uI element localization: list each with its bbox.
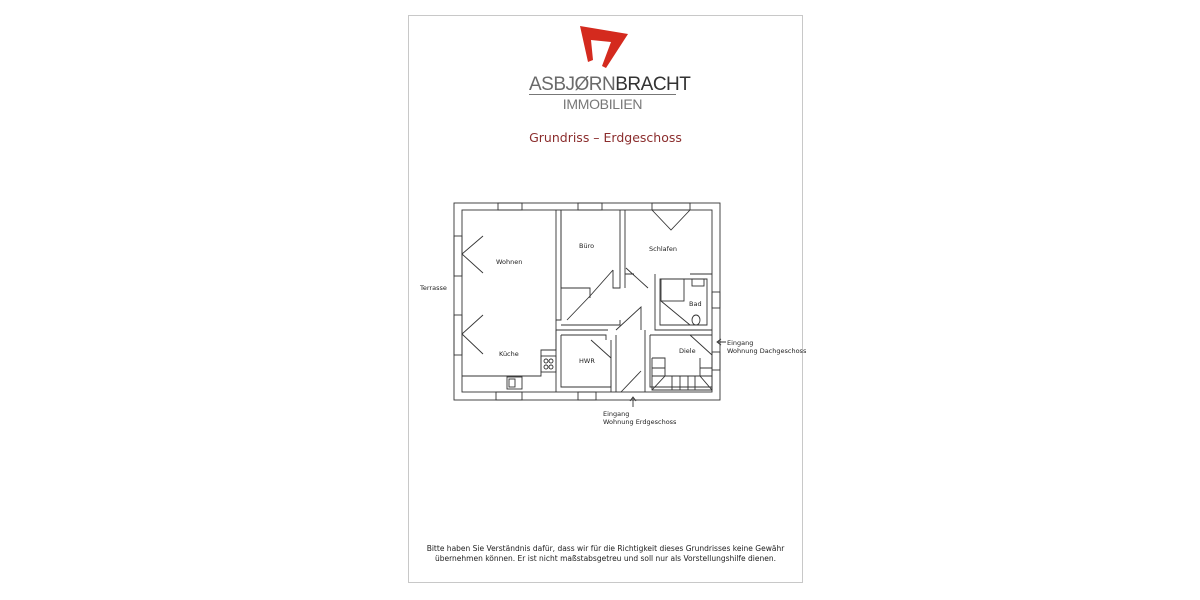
brand-name-light: ASBJØRN — [529, 74, 616, 95]
disclaimer-line2: übernehmen können. Er ist nicht maßstabs… — [434, 554, 777, 563]
brand-logo-icon — [580, 26, 628, 68]
room-label-buero: Büro — [579, 242, 595, 250]
document-page — [408, 15, 803, 583]
brand-divider — [529, 94, 676, 95]
room-label-hwr: HWR — [579, 357, 595, 365]
entrance-erdgeschoss-line2: Wohnung Erdgeschoss — [603, 418, 677, 426]
disclaimer: Bitte haben Sie Verständnis dafür, dass … — [408, 544, 803, 564]
page-title: Grundriss – Erdgeschoss — [529, 130, 682, 145]
entrance-erdgeschoss-line1: Eingang — [603, 410, 630, 418]
room-label-diele: Diele — [679, 347, 696, 355]
brand-subtitle: IMMOBILIEN — [562, 96, 643, 112]
entrance-dachgeschoss-line2: Wohnung Dachgeschoss — [727, 347, 807, 355]
brand-name: ASBJØRNBRACHT — [529, 74, 691, 96]
room-label-bad: Bad — [689, 300, 702, 308]
disclaimer-line1: Bitte haben Sie Verständnis dafür, dass … — [426, 544, 785, 553]
room-label-schlafen: Schlafen — [649, 245, 678, 253]
outside-label-terrasse: Terrasse — [420, 284, 447, 292]
brand-name-bold: BRACHT — [615, 74, 691, 95]
room-label-wohnen: Wohnen — [496, 258, 523, 266]
room-label-kueche: Küche — [499, 350, 519, 358]
entrance-dachgeschoss-line1: Eingang — [727, 339, 754, 347]
